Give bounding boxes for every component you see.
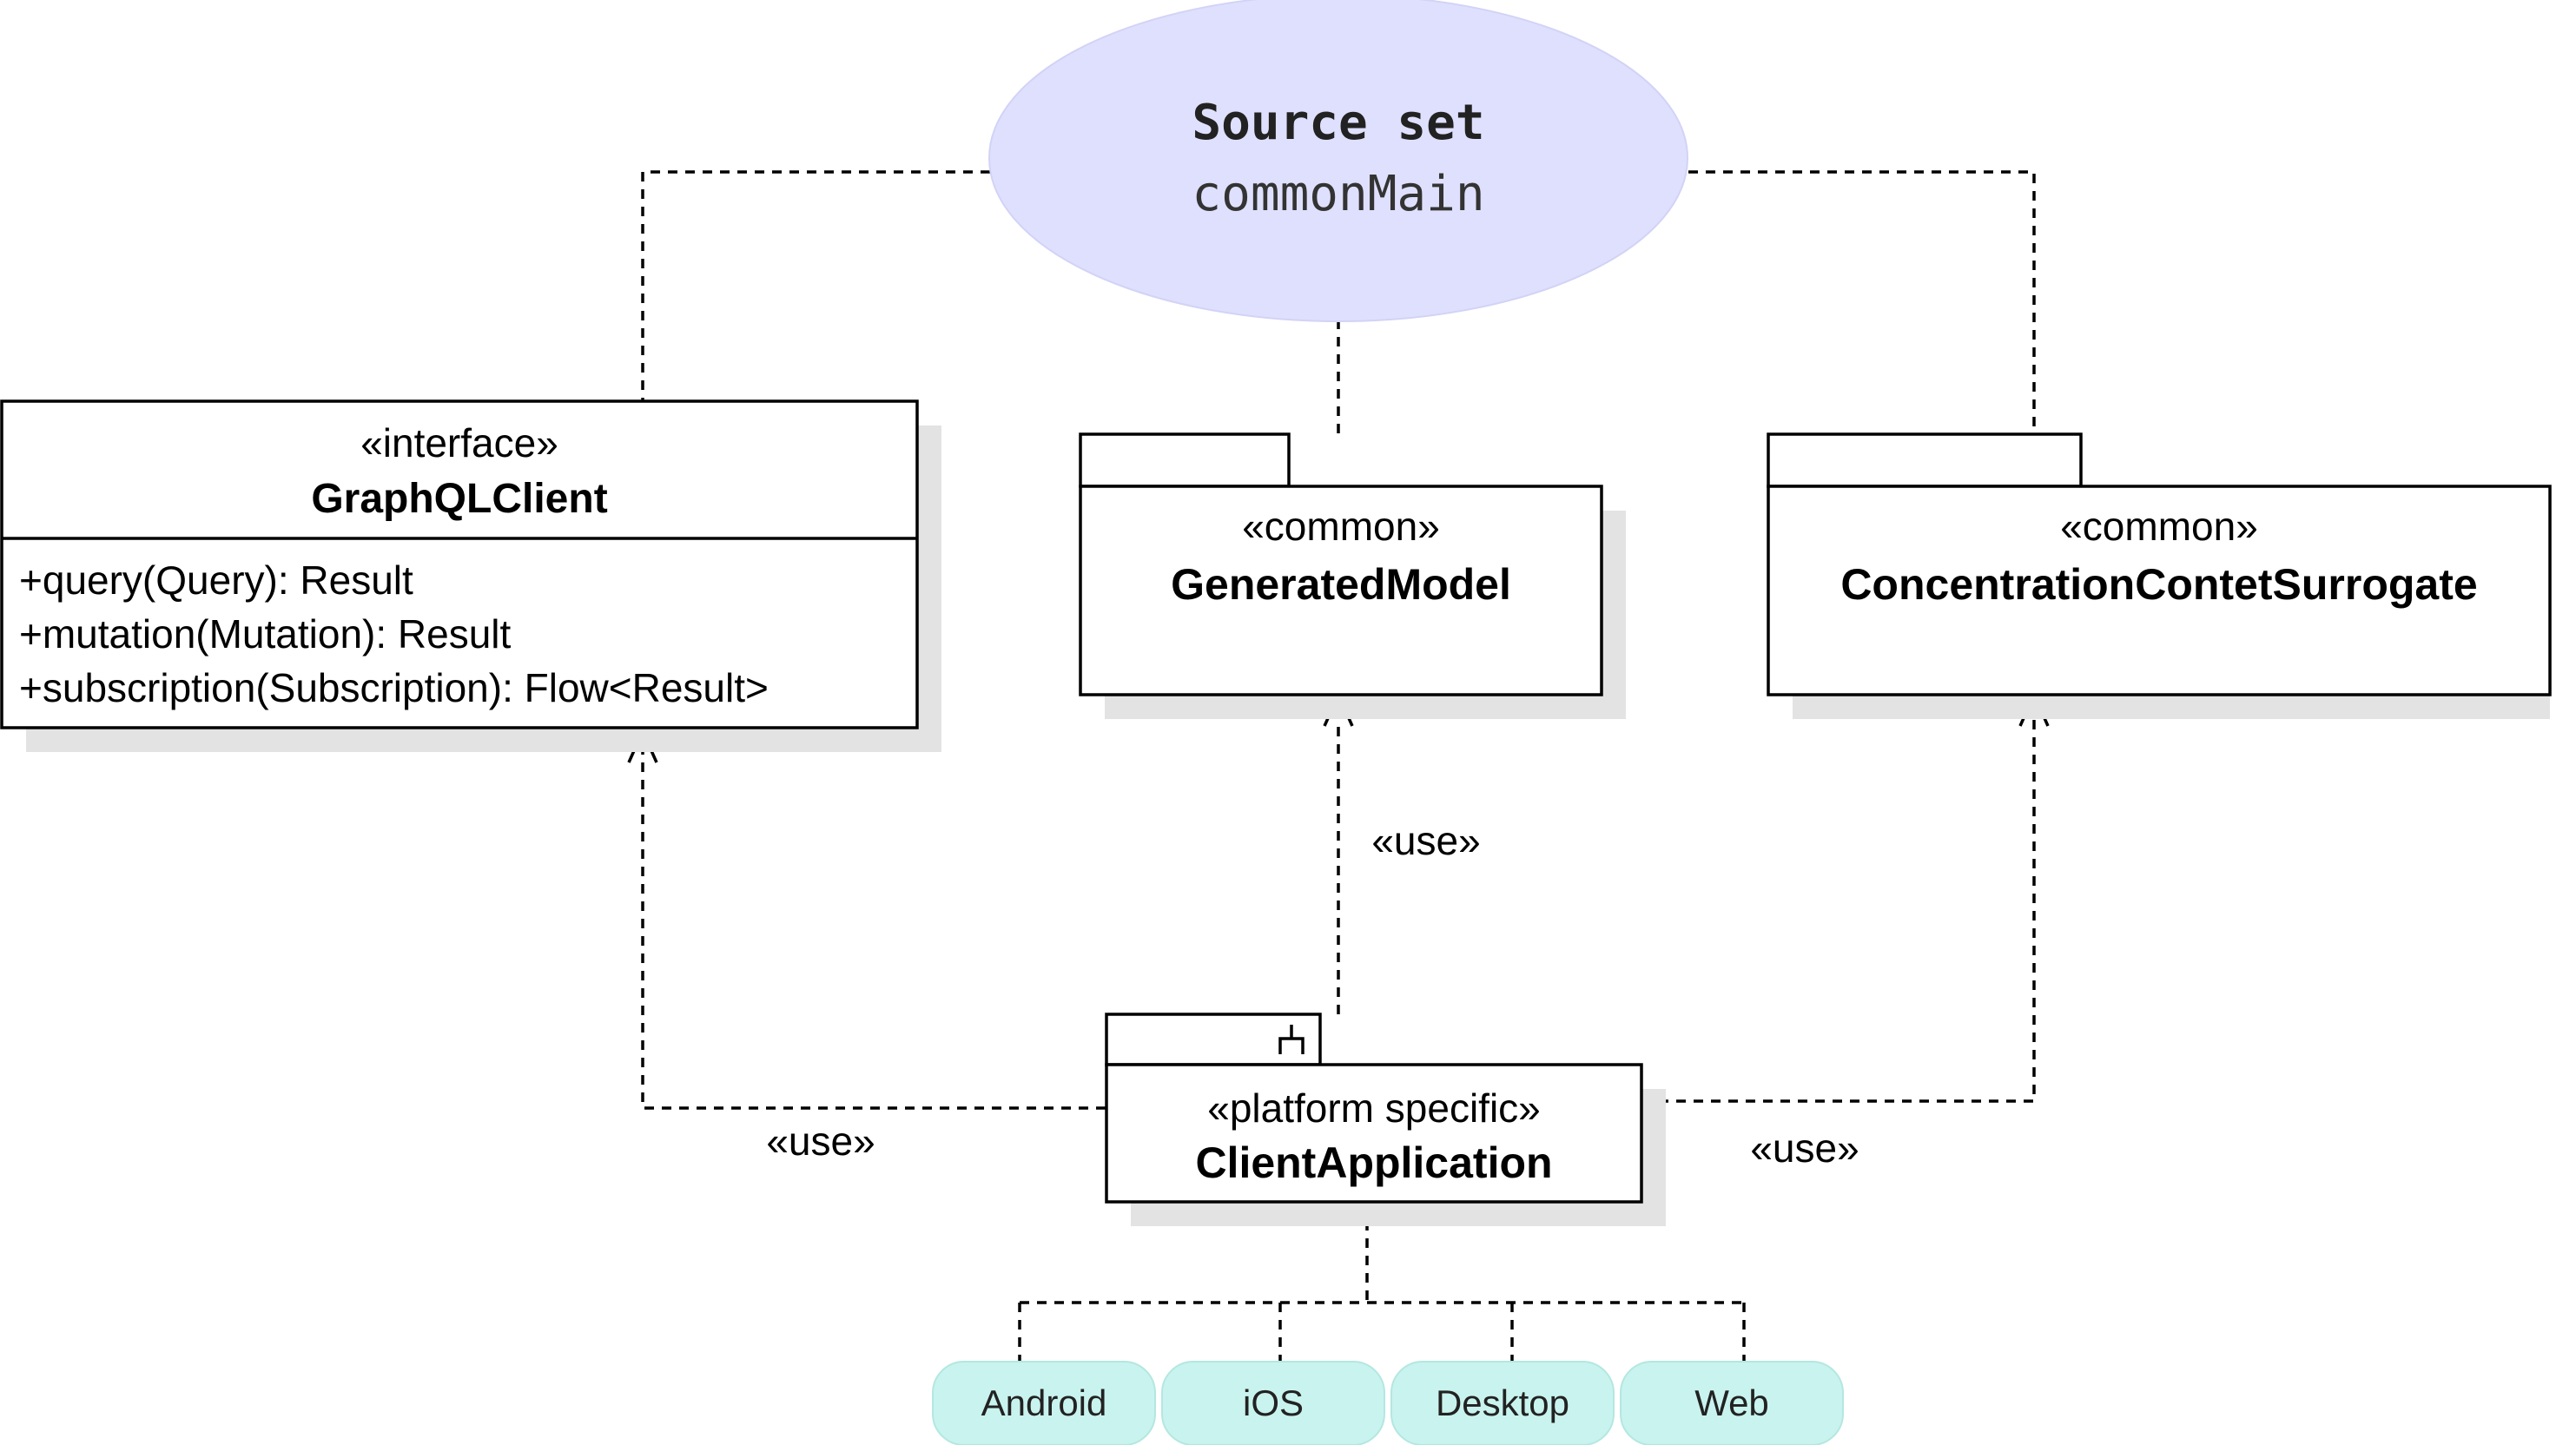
generatedmodel-package: «common» GeneratedModel <box>1079 432 1626 719</box>
generatedmodel-box <box>1079 485 1603 696</box>
graphqlclient-box <box>0 399 919 729</box>
platforms: Android iOS Desktop Web <box>932 1361 1844 1445</box>
surrogate-package: «common» ConcentrationContetSurrogate <box>1767 432 2552 719</box>
platform-connectors <box>1018 1204 1746 1363</box>
source-set-connectors <box>641 170 2036 434</box>
clientapplication-box <box>1105 1063 1643 1204</box>
surrogate-name: ConcentrationContetSurrogate <box>1840 560 2477 609</box>
platform-desktop-pill <box>1390 1361 1615 1445</box>
generatedmodel-name: GeneratedModel <box>1171 560 1511 609</box>
source-set-title: Source set <box>1192 95 1484 151</box>
use-label-left: «use» <box>766 1118 875 1164</box>
operation-subscription: +subscription(Subscription): Flow<Result… <box>19 665 769 710</box>
graphqlclient-class: «interface» GraphQLClient +query(Query):… <box>0 399 941 752</box>
operation-mutation: +mutation(Mutation): Result <box>19 611 512 657</box>
platform-desktop-label: Desktop <box>1436 1382 1569 1423</box>
use-line-to-graphqlclient <box>641 731 1106 1110</box>
graphqlclient-name: GraphQLClient <box>311 476 607 522</box>
surrogate-tab <box>1767 432 2083 488</box>
connector-source-to-graphqlclient <box>641 170 990 401</box>
graphqlclient-stereotype: «interface» <box>360 420 558 465</box>
surrogate-stereotype: «common» <box>2060 504 2258 549</box>
platform-android-label: Android <box>981 1382 1107 1423</box>
component-fork-icon <box>1278 1025 1305 1054</box>
use-line-to-surrogate <box>1641 695 2036 1103</box>
source-set-node: Source set commonMain <box>988 0 1688 322</box>
platform-web-label: Web <box>1694 1382 1769 1423</box>
surrogate-box <box>1767 485 2552 696</box>
generatedmodel-stereotype: «common» <box>1242 504 1440 549</box>
clientapplication-package: «platform specific» ClientApplication <box>1105 1013 1666 1226</box>
platform-ios-label: iOS <box>1243 1382 1304 1423</box>
source-set-ellipse <box>988 0 1688 322</box>
source-set-name: commonMain <box>1192 166 1484 222</box>
clientapplication-name: ClientApplication <box>1195 1138 1552 1187</box>
use-dependencies <box>641 695 2036 1110</box>
operation-query: +query(Query): Result <box>19 558 413 603</box>
use-label-right: «use» <box>1750 1125 1859 1171</box>
platform-ios-pill <box>1161 1361 1385 1445</box>
clientapplication-stereotype: «platform specific» <box>1207 1085 1541 1131</box>
connector-source-to-surrogate <box>1688 170 2036 434</box>
platform-android-pill <box>932 1361 1156 1445</box>
use-label-center: «use» <box>1371 818 1480 863</box>
generatedmodel-tab <box>1079 432 1291 488</box>
platform-web-pill <box>1620 1361 1844 1445</box>
